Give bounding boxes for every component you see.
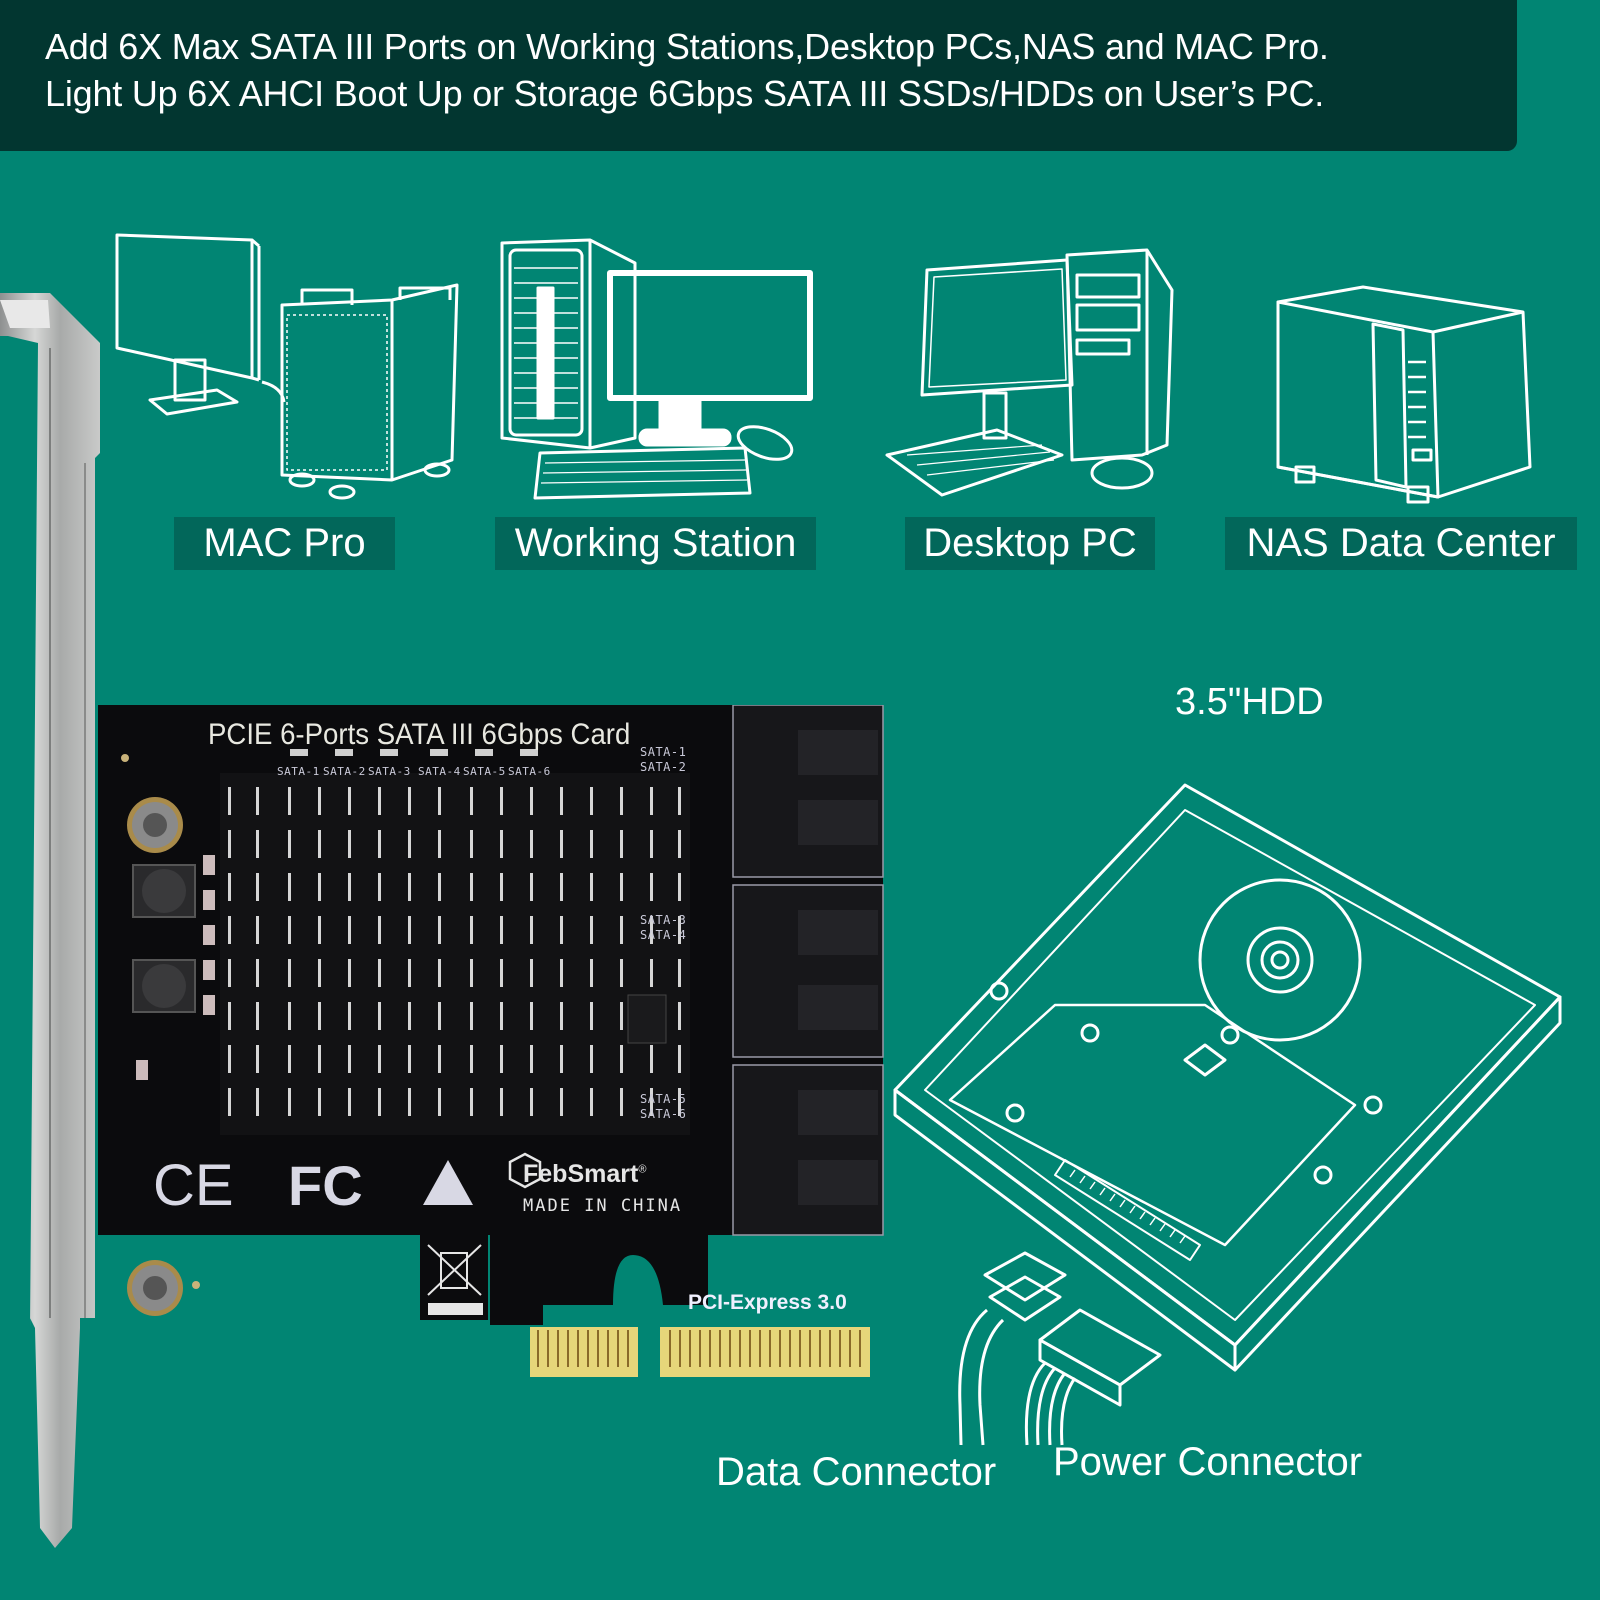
- port-group-label-3: SATA-5 SATA-6: [640, 1092, 687, 1121]
- banner-line-1: Add 6X Max SATA III Ports on Working Sta…: [45, 26, 1329, 67]
- led-label-2: SATA-2: [323, 765, 366, 778]
- led-label-1: SATA-1: [277, 765, 320, 778]
- interface-label: PCI-Express 3.0: [688, 1291, 847, 1314]
- device-label-nas: NAS Data Center: [1225, 517, 1577, 570]
- led-label-4: SATA-4: [418, 765, 461, 778]
- device-label-working-station: Working Station: [495, 517, 816, 570]
- port-group-label-1: SATA-1 SATA-2: [640, 745, 687, 774]
- device-label-desktop-pc: Desktop PC: [905, 517, 1155, 570]
- led-label-3: SATA-3: [368, 765, 411, 778]
- workstation-icon: [500, 238, 815, 500]
- pcie-bracket: [0, 288, 110, 1550]
- port-group-label-2: SATA-3 SATA-4: [640, 913, 687, 942]
- data-connector-label: Data Connector: [716, 1450, 997, 1494]
- hdd-title: 3.5"HDD: [1175, 681, 1324, 723]
- hdd-line-drawing: [893, 765, 1595, 1446]
- nas-icon: [1268, 282, 1536, 508]
- header-banner: Add 6X Max SATA III Ports on Working Sta…: [0, 0, 1517, 151]
- banner-line-2: Light Up 6X AHCI Boot Up or Storage 6Gbp…: [45, 73, 1325, 114]
- device-label-mac-pro: MAC Pro: [174, 517, 395, 570]
- sata-expansion-card: CE FC PCIE 6-Ports SATA III 6Gbps Card S…: [98, 705, 898, 1405]
- card-title: PCIE 6-Ports SATA III 6Gbps Card: [208, 718, 631, 751]
- svg-text:FC: FC: [288, 1154, 363, 1217]
- mac-pro-icon: [112, 230, 459, 510]
- brand-logo: FebSmart®: [523, 1160, 647, 1188]
- led-label-6: SATA-6: [508, 765, 551, 778]
- origin-label: MADE IN CHINA: [523, 1196, 683, 1216]
- led-label-5: SATA-5: [463, 765, 506, 778]
- desktop-pc-icon: [882, 245, 1177, 507]
- power-connector-label: Power Connector: [1053, 1440, 1363, 1484]
- svg-text:CE: CE: [153, 1153, 234, 1218]
